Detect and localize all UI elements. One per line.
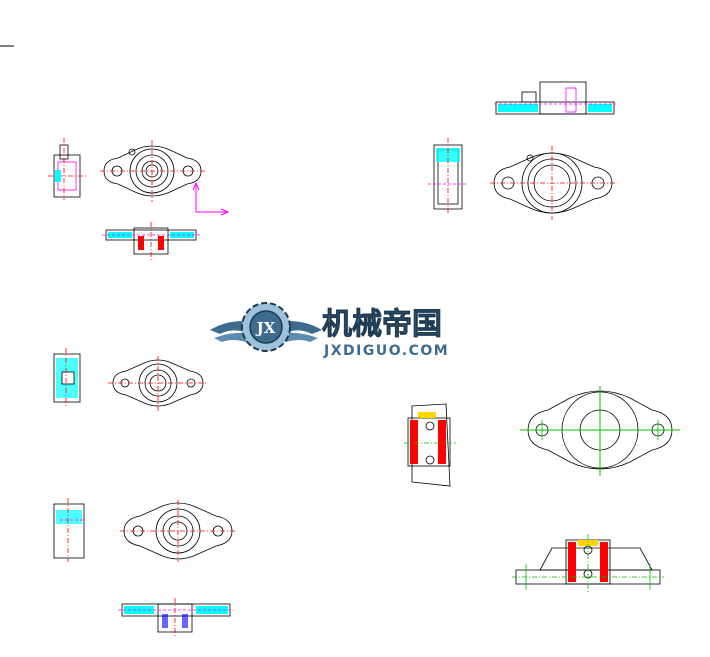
ucs-axis-icon	[192, 181, 230, 216]
bearing-3-front-view	[108, 356, 208, 412]
brand-url: JXDIGUO.COM	[323, 343, 449, 359]
bearing-2-top-section	[494, 81, 616, 115]
bearing-1-front-view	[100, 140, 205, 202]
bearing-3-side-view	[53, 348, 81, 408]
brand-name-chinese: 机械帝国	[322, 307, 442, 342]
bearing-4-side-section	[404, 403, 456, 487]
bearing-6-pillow-block-section	[512, 534, 664, 592]
bearing-1-bottom-section	[102, 222, 200, 260]
site-watermark-logo: JX 机械帝国 JXDIGUO.COM	[210, 302, 449, 359]
bearing-5-side-view	[53, 498, 85, 562]
bearing-5-front-view	[120, 500, 236, 562]
bearing-2-side-view	[428, 138, 468, 214]
bearing-4-front-view	[520, 386, 680, 476]
bearing-5-bottom-section	[118, 598, 234, 638]
logo-badge-text: JX	[255, 319, 276, 337]
bearing-1-side-view	[48, 138, 88, 200]
bearing-2-front-view	[490, 146, 616, 220]
